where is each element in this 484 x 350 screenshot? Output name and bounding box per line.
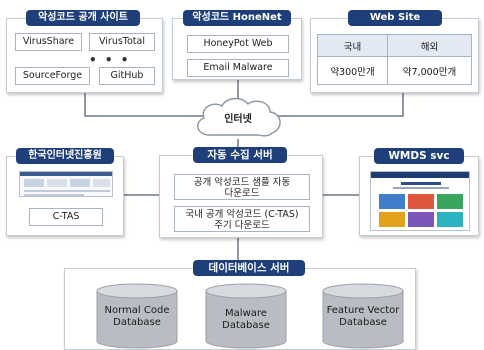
kisa-screenshot-thumbnail (19, 171, 113, 197)
website-value-domestic: 약300만개 (317, 56, 388, 85)
connector-left-drop (84, 93, 86, 116)
connector-center-mid (237, 139, 239, 153)
wmds-panel (359, 156, 479, 236)
wmds-screenshot-thumbnail (370, 171, 470, 231)
malware-database-label: Malware Database (196, 308, 296, 332)
connector-wmds-link (323, 194, 359, 196)
internet-label: 인터넷 (224, 114, 252, 125)
collector-title: 자동 수집 서버 (193, 147, 287, 163)
database-title: 데이터베이스 서버 (193, 260, 305, 276)
website-title: Web Site (348, 10, 442, 26)
malware-database-icon (205, 283, 287, 349)
website-header-domestic: 국내 (317, 34, 388, 57)
wmds-title: WMDS svc (374, 148, 464, 164)
kisa-title: 한국인터넷진흥원 (16, 148, 114, 164)
email-malware-box: Email Malware (187, 59, 289, 77)
site-sourceforge: SourceForge (15, 67, 90, 85)
website-value-overseas: 약7,000만개 (387, 56, 472, 85)
connector-center-top (237, 78, 239, 100)
kisa-panel: C-TAS (6, 156, 124, 236)
honenet-panel: HoneyPot Web Email Malware (172, 18, 302, 80)
website-panel: 국내 해외 약300만개 약7,000만개 (310, 18, 479, 93)
normal-code-db-line-1: Normal Code (104, 305, 170, 316)
connector-kisa-link (123, 194, 159, 196)
malware-db-line-1: Malware (225, 308, 267, 319)
honenet-title: 악성코드 HoneNet (183, 10, 291, 26)
website-table: 국내 해외 약300만개 약7,000만개 (317, 34, 472, 85)
connector-to-database (237, 238, 239, 262)
collector-task-public-samples: 공개 악성코드 샘플 자동 다운로드 (174, 174, 310, 200)
site-github: GitHub (99, 67, 155, 85)
feature-vector-db-line-2: Database (339, 317, 387, 328)
collector-task-2-line-2: 주기 다운로드 (214, 220, 270, 231)
malware-sites-title: 악성코드 공개 사이트 (26, 10, 140, 26)
website-header-overseas: 해외 (387, 34, 472, 57)
normal-code-db-line-2: Database (113, 317, 161, 328)
feature-vector-database-label: Feature Vector Database (313, 305, 413, 329)
feature-vector-database-icon (322, 283, 404, 349)
feature-vector-db-line-1: Feature Vector (326, 305, 400, 316)
malware-sites-panel: VirusShare VirusTotal • • • SourceForge … (6, 18, 163, 93)
malware-db-line-2: Database (222, 320, 270, 331)
collector-task-ctas: 국내 공개 악성코드 (C-TAS) 주기 다운로드 (174, 206, 310, 232)
collector-task-1-line-1: 공개 악성코드 샘플 자동 (193, 177, 291, 188)
collector-task-1-line-2: 다운로드 (224, 188, 260, 199)
collector-task-2-line-1: 국내 공개 악성코드 (C-TAS) (185, 209, 299, 220)
site-virustotal: VirusTotal (89, 33, 155, 51)
internet-cloud-icon (197, 97, 281, 137)
normal-code-database-icon (96, 283, 178, 349)
site-virusshare: VirusShare (15, 33, 82, 51)
ellipsis: • • • (89, 53, 131, 67)
ctas-box: C-TAS (29, 208, 103, 226)
collector-panel: 공개 악성코드 샘플 자동 다운로드 국내 공개 악성코드 (C-TAS) 주기… (159, 155, 323, 238)
connector-right-drop (402, 93, 404, 116)
honeypot-web-box: HoneyPot Web (187, 35, 289, 53)
normal-code-database-label: Normal Code Database (87, 305, 187, 329)
